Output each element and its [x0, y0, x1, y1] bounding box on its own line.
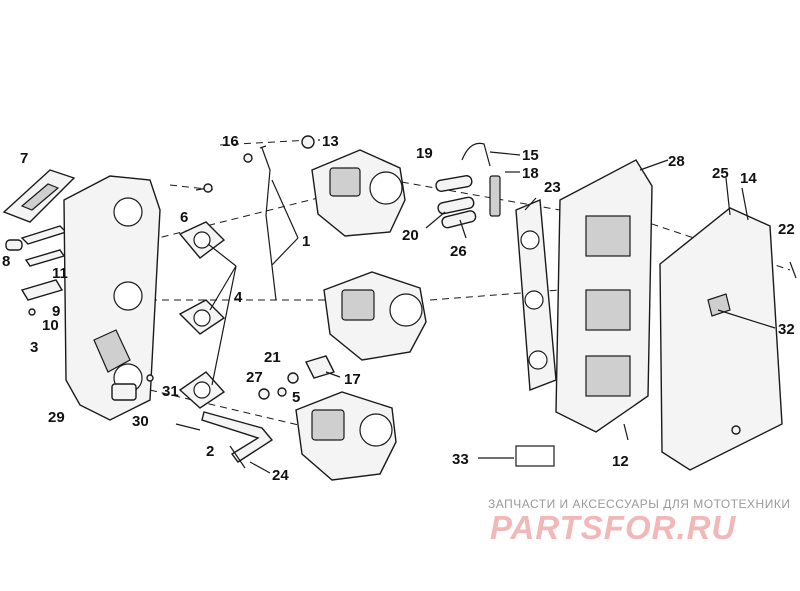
hoses-and-fittings: [435, 142, 501, 229]
throttle-linkage: [243, 145, 277, 301]
callout-labels: 1 2 3 4 5 6 7 8 9 10 11 12 13 14 15 16 1…: [2, 133, 795, 484]
watermark-logo: PARTSFOR.RU: [490, 509, 737, 546]
cover-gasket: [515, 198, 557, 391]
outer-cover: [659, 207, 783, 471]
callout-22: 22: [778, 221, 795, 238]
callout-5: 5: [292, 389, 300, 406]
callout-13: 13: [322, 133, 339, 150]
callout-11: 11: [52, 265, 68, 282]
inner-cover: [555, 159, 653, 433]
decal: [515, 445, 555, 467]
callout-30: 30: [132, 413, 149, 430]
reed-plate: [2, 169, 76, 223]
carburetor-gaskets: [178, 221, 226, 409]
cover-screws: [623, 261, 797, 441]
callout-2: 2: [206, 443, 214, 460]
callout-26: 26: [450, 243, 467, 260]
callout-18: 18: [522, 165, 539, 182]
callout-10: 10: [42, 317, 59, 334]
screw-and-hose: [175, 411, 274, 463]
callout-16: 16: [222, 133, 239, 150]
callout-25: 25: [712, 165, 729, 182]
callout-20: 20: [402, 227, 419, 244]
watermark-caption: ЗАПЧАСТИ И АКСЕССУАРЫ ДЛЯ МОТОТЕХНИКИ: [488, 497, 791, 511]
callout-9: 9: [52, 303, 60, 320]
callout-7: 7: [20, 150, 28, 167]
callout-17: 17: [344, 371, 361, 388]
callout-leaders: [207, 139, 776, 474]
callout-33: 33: [452, 451, 469, 468]
callout-19: 19: [416, 145, 433, 162]
callout-23: 23: [544, 179, 561, 196]
intake-manifold: [63, 175, 161, 421]
callout-31: 31: [162, 383, 179, 400]
callout-28: 28: [668, 153, 685, 170]
callout-15: 15: [522, 147, 539, 164]
callout-29: 29: [48, 409, 65, 426]
callout-14: 14: [740, 170, 757, 187]
manifold-fittings: [111, 374, 154, 401]
callout-8: 8: [2, 253, 10, 270]
callout-6: 6: [180, 209, 188, 226]
callout-27: 27: [246, 369, 263, 386]
callout-32: 32: [778, 321, 795, 338]
callout-3: 3: [30, 339, 38, 356]
carburetor-top: [301, 135, 406, 237]
manifold-screw: [195, 183, 213, 193]
callout-24: 24: [272, 467, 289, 484]
callout-4: 4: [234, 289, 243, 306]
carburetor-bottom: [295, 391, 397, 481]
callout-21: 21: [264, 349, 281, 366]
carburetor-middle: [323, 271, 427, 361]
callout-1: 1: [302, 233, 310, 250]
callout-12: 12: [612, 453, 629, 470]
